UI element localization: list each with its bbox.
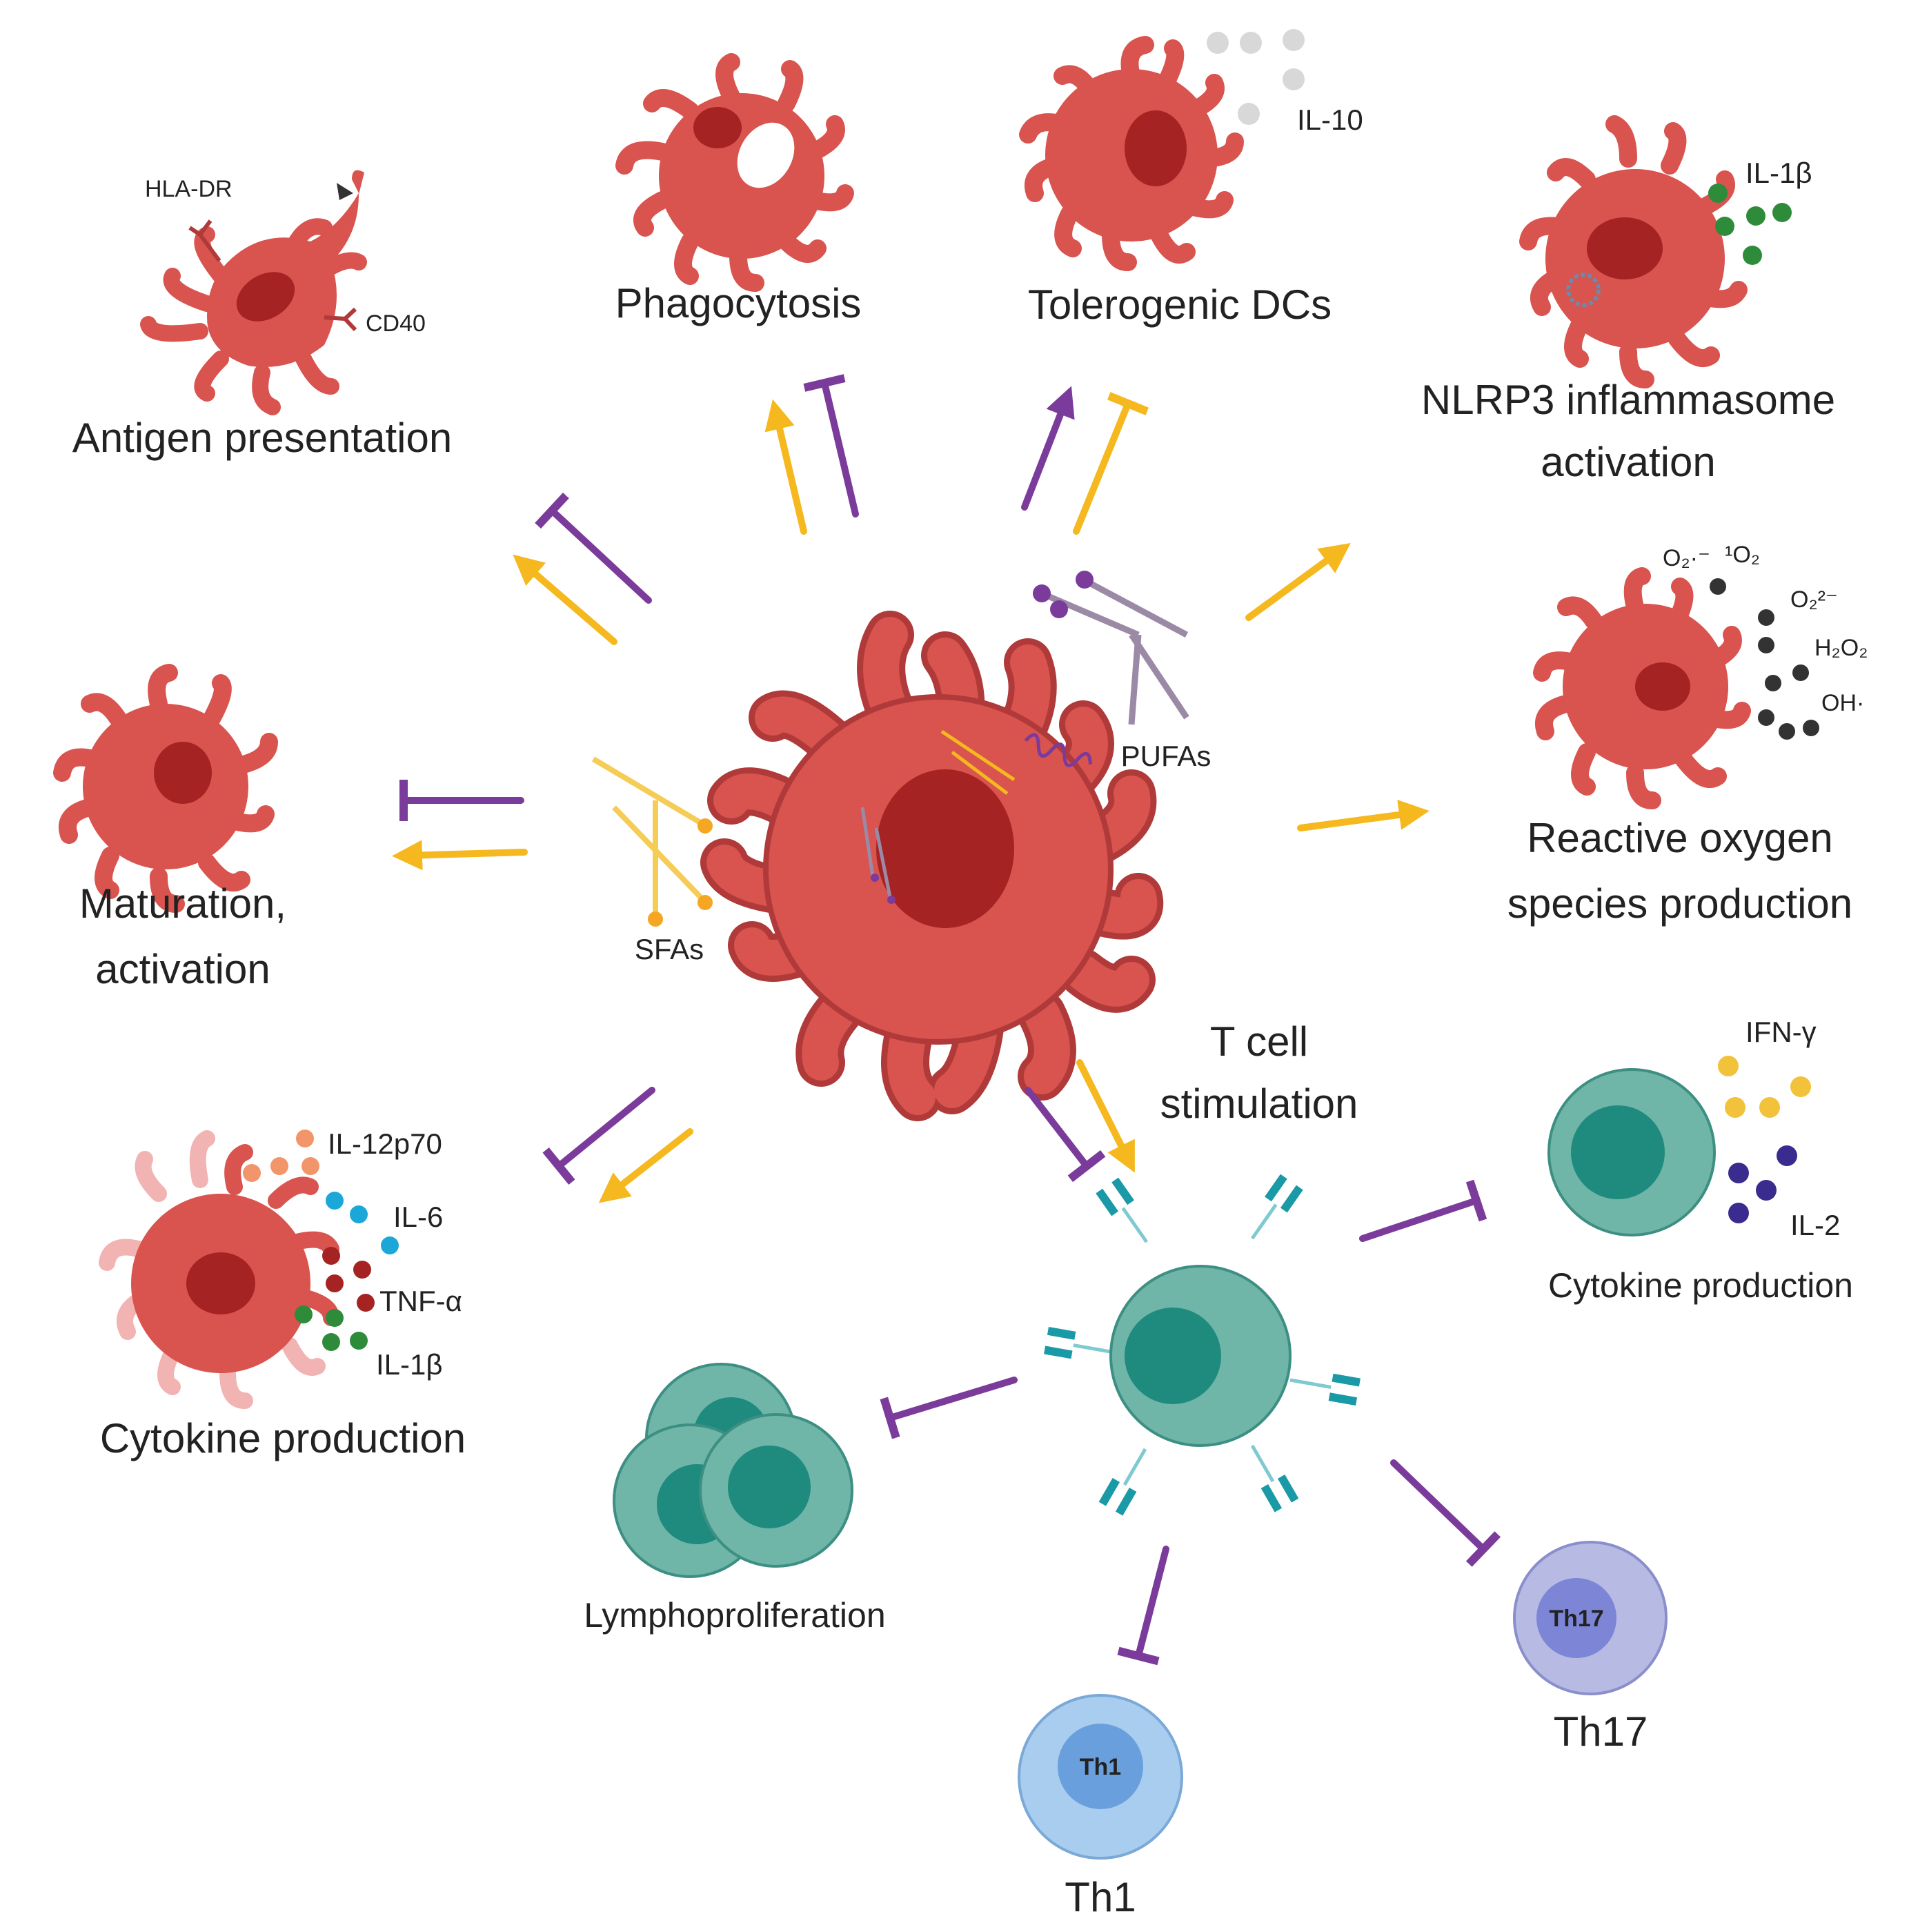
antigen-presenting-dc — [140, 170, 367, 415]
ros-line1: Reactive oxygen — [1527, 815, 1833, 861]
internal-receptor-coil — [1024, 733, 1092, 767]
arrows — [392, 374, 1501, 1666]
pufa-inhibit-tcell — [1025, 1087, 1106, 1183]
antigen-triangle — [337, 183, 353, 200]
il2-label: IL-2 — [1790, 1209, 1840, 1241]
nlrp3-line1: NLRP3 inflammasome — [1421, 377, 1835, 423]
maturation-line2: activation — [95, 946, 270, 992]
tolerogenic-label: Tolerogenic DCs — [1028, 282, 1332, 328]
maturation-line1: Maturation, — [79, 880, 286, 927]
il10-label: IL-10 — [1297, 103, 1363, 136]
pufa-arrow-tolerogenic — [1021, 386, 1075, 511]
ros-dc — [1533, 567, 1819, 809]
central-dendritic-cell — [700, 611, 1164, 1121]
cytokine-right-label: Cytokine production — [1548, 1266, 1853, 1305]
central-dc-nucleus — [876, 769, 1014, 928]
cytokine-left-label: Cytokine production — [100, 1415, 466, 1461]
inhibit-cytokine-right — [1359, 1179, 1487, 1242]
hla-dr-label: HLA-DR — [145, 176, 233, 202]
phagocytosis-dc — [615, 53, 854, 292]
sfas-label: SFAs — [635, 933, 704, 965]
nlrp3-line2: activation — [1541, 439, 1715, 485]
il1b-top-molecules — [1708, 184, 1792, 265]
tcr-receptors — [1044, 1174, 1361, 1516]
th17-cell — [1513, 1541, 1668, 1695]
il12-molecules — [243, 1130, 319, 1182]
sfa-arrow-maturation — [392, 840, 528, 871]
cd40-label: CD40 — [366, 310, 426, 337]
hla-dr-receptor — [188, 219, 221, 262]
ifn-label: IFN-γ — [1745, 1016, 1817, 1048]
th17-label: Th17 — [1554, 1708, 1648, 1755]
il1b-left-label: IL-1β — [376, 1348, 443, 1381]
phagosome — [737, 122, 795, 188]
internal-sfa-lines — [940, 729, 1016, 795]
central-t-cell — [1044, 1174, 1361, 1516]
sfa-molecules — [591, 756, 713, 927]
cytokine-right-tcell — [1547, 1056, 1811, 1236]
oh-label: OH· — [1821, 690, 1864, 716]
internal-pufa-lines — [860, 807, 892, 898]
inhibit-th1 — [1117, 1546, 1169, 1666]
th1-inner-label: Th1 — [1080, 1754, 1121, 1780]
phagocytosis-label: Phagocytosis — [615, 280, 862, 326]
lymphoproliferation-cells — [613, 1363, 853, 1578]
singlet-o2-label: ¹O₂ — [1725, 542, 1760, 568]
o2-superoxide-label: O₂·⁻ — [1663, 545, 1710, 571]
il10-molecules — [1207, 29, 1305, 125]
sfa-arrow-antigen — [513, 554, 617, 645]
central-tcell-nucleus — [1125, 1308, 1221, 1404]
th1-label: Th1 — [1065, 1874, 1136, 1920]
tcell-line1: T cell — [1210, 1018, 1308, 1065]
tnf-label: TNF-α — [379, 1285, 462, 1317]
maturation-dc — [53, 664, 278, 913]
inflammasome-complex — [1566, 273, 1601, 307]
tolerogenic-dc — [1019, 29, 1305, 271]
sfa-arrow-ros — [1297, 800, 1430, 831]
sfa-inhibit-tolerogenic — [1073, 392, 1149, 535]
pufa-inhibit-cytokine-left — [542, 1087, 655, 1185]
il1b-left-molecules — [295, 1305, 368, 1351]
pufa-inhibit-antigen — [535, 492, 652, 604]
h2o2-label: H₂O₂ — [1814, 635, 1868, 661]
sfa-arrow-phagocytosis — [764, 399, 807, 535]
il6-molecules — [326, 1192, 399, 1254]
inhibit-lymphoproliferation — [880, 1377, 1018, 1439]
pufa-molecules — [1033, 571, 1189, 725]
ros-molecules — [1710, 578, 1819, 740]
il6-label: IL-6 — [393, 1201, 443, 1233]
nlrp3-dc — [1519, 115, 1792, 388]
antigen-presentation-label: Antigen presentation — [72, 415, 452, 461]
il1b-top-label: IL-1β — [1745, 157, 1812, 189]
cytokine-left-dc — [99, 1130, 399, 1409]
th17-inner-label: Th17 — [1549, 1606, 1603, 1632]
ifn-molecules — [1718, 1056, 1811, 1118]
inhibit-th17 — [1390, 1459, 1501, 1567]
il12-label: IL-12p70 — [328, 1127, 442, 1160]
cd40-receptor — [324, 307, 357, 332]
pufas-label: PUFAs — [1121, 740, 1211, 772]
pufa-inhibit-phagocytosis — [803, 374, 859, 518]
sfa-arrow-cytokine-left — [598, 1128, 693, 1203]
lympho-label: Lymphoproliferation — [584, 1596, 885, 1635]
tcell-line2: stimulation — [1160, 1081, 1358, 1127]
ros-line2: species production — [1507, 880, 1852, 927]
th1-cell — [1018, 1694, 1183, 1860]
sfa-arrow-tcell — [1076, 1059, 1135, 1173]
tnf-molecules — [322, 1247, 375, 1312]
peroxide-label: O₂²⁻ — [1790, 586, 1838, 613]
il2-molecules — [1728, 1145, 1797, 1223]
sfa-arrow-nlrp3 — [1245, 543, 1351, 621]
